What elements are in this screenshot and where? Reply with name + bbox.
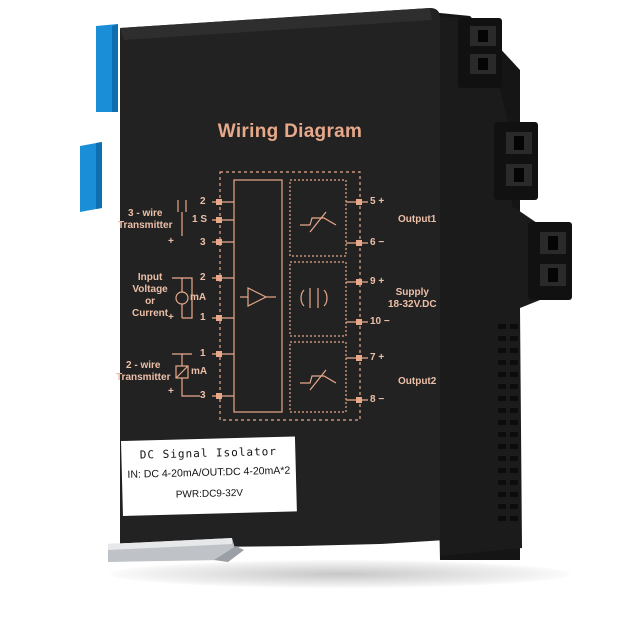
pin-6-minus: 6 − [370, 237, 385, 248]
supply-label: Supply 18-32V.DC [388, 287, 437, 311]
diagram-title: Wiring Diagram [217, 121, 363, 142]
two-wire-meter-unit: mA [191, 366, 208, 377]
pin-1-mid: 1 [200, 312, 206, 323]
label-product-name: DC Signal Isolator [139, 444, 278, 462]
supply-line1: Supply [395, 287, 429, 298]
terminal-block-bottom [528, 222, 572, 300]
three-wire-line1: 3 - wire [128, 208, 163, 219]
input-meter-unit: mA [190, 292, 207, 303]
three-wire-line2: Transmitter [118, 220, 173, 231]
product-label: DC Signal Isolator IN: DC 4-20mA/OUT:DC … [121, 436, 297, 516]
two-wire-line2: Transmitter [116, 372, 171, 383]
din-rail-clip [80, 24, 118, 212]
pin-9-plus: 9 + [370, 276, 385, 287]
terminal-dots [216, 199, 362, 403]
pin-1s: 1 S [192, 214, 208, 225]
pin-2-top: 2 [200, 196, 206, 207]
input-sign: + [168, 312, 174, 323]
pin-8-minus: 8 − [370, 394, 385, 405]
pin-5-plus: 5 + [370, 196, 385, 207]
input-line1: Input [137, 272, 163, 283]
pin-3-bottom: 3 [200, 390, 206, 401]
pin-1-bottom: 1 [200, 348, 206, 359]
metal-rail-clip [108, 538, 244, 562]
input-line2: Voltage [132, 284, 168, 295]
supply-line2: 18-32V.DC [388, 299, 437, 310]
pin-10-minus: 10 − [370, 316, 390, 327]
two-wire-label: 2 - wire Transmitter [116, 360, 170, 384]
terminal-block-middle [494, 122, 538, 200]
output2-label: Output2 [398, 376, 437, 387]
two-wire-line1: 2 - wire [126, 360, 161, 371]
housing-right [440, 16, 545, 556]
input-line4: Current [132, 308, 169, 319]
three-wire-sign: + [168, 236, 174, 247]
pin-3-top: 3 [200, 237, 206, 248]
label-power-spec: PWR:DC9-32V [175, 487, 244, 501]
floor-shadow [110, 560, 570, 588]
terminal-block-top [458, 18, 502, 88]
pin-7-plus: 7 + [370, 352, 385, 363]
housing-front [120, 8, 446, 548]
two-wire-sign: + [168, 386, 174, 397]
vent-grille [498, 324, 518, 521]
three-wire-label: 3 - wire Transmitter [118, 208, 172, 232]
label-io-spec: IN: DC 4-20mA/OUT:DC 4-20mA*2 [127, 464, 291, 481]
output1-label: Output1 [398, 214, 437, 225]
pin-2-mid: 2 [200, 272, 206, 283]
input-label: Input Voltage or Current [132, 272, 168, 320]
input-line3: or [145, 296, 156, 307]
